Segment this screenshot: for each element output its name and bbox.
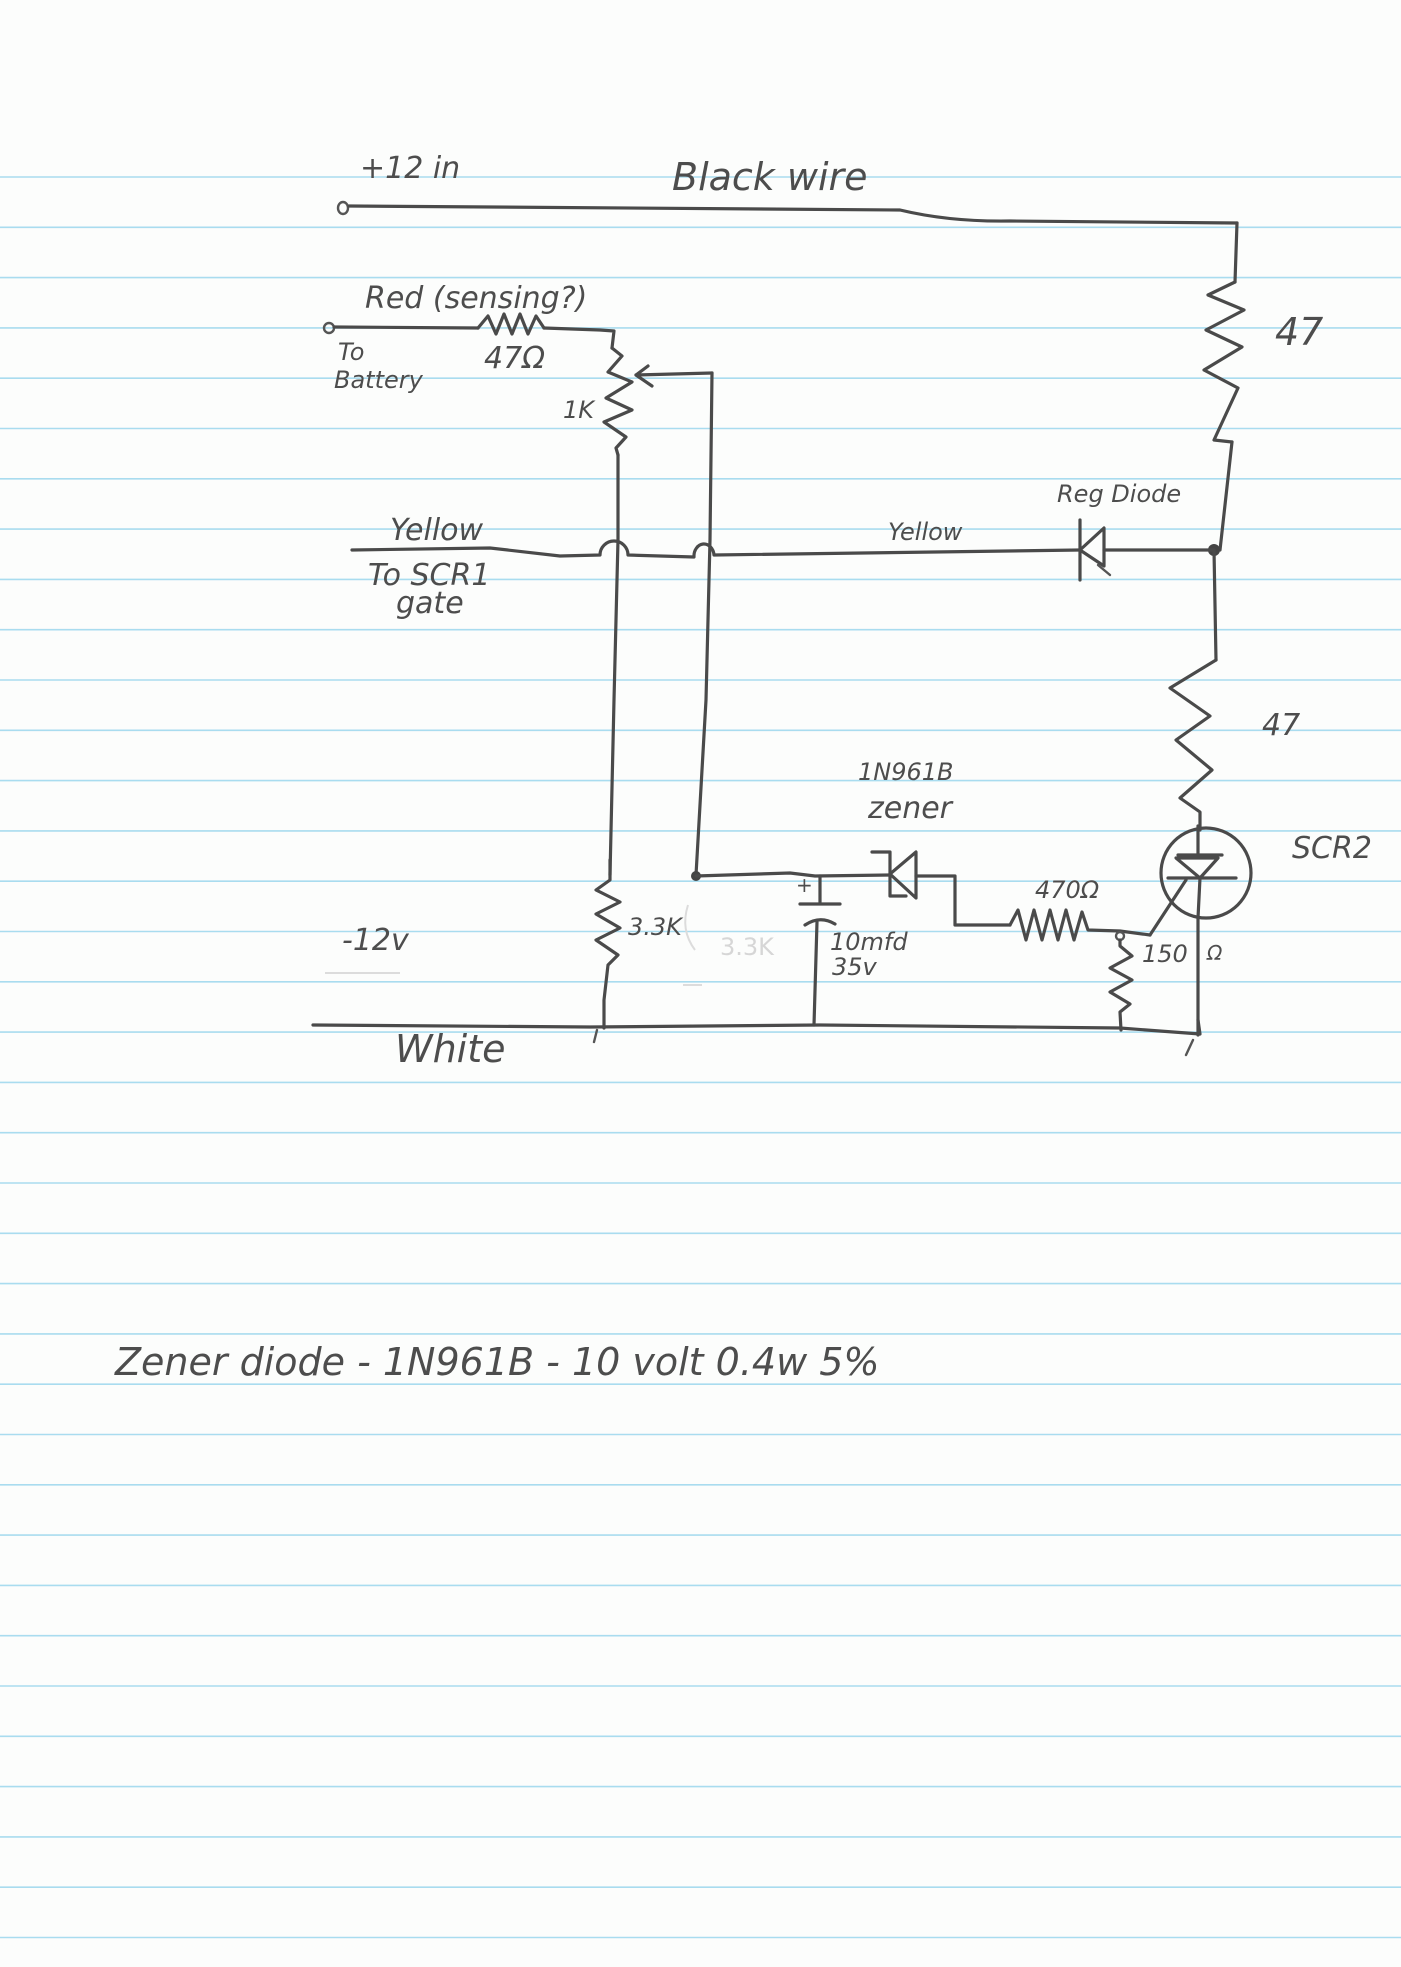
label-to-scr1: To SCR1 (368, 558, 490, 593)
label-scr1-gate: gate (396, 586, 464, 621)
label-minus12v: -12v (342, 923, 410, 958)
label-reg-diode: Reg Diode (1057, 480, 1181, 508)
label-r470: 470Ω (1035, 876, 1100, 904)
resistor-47-lower-icon (1168, 658, 1218, 832)
resistor-47-top-icon (1202, 280, 1246, 444)
capacitor-10mfd-icon: + (796, 873, 842, 1027)
label-yellow-left: Yellow (390, 513, 484, 548)
label-to-battery-2: Battery (334, 366, 424, 394)
black-wire: +12 in Black wire (336, 151, 1239, 225)
label-cap-plus: + (796, 873, 813, 897)
label-r3-3k: 3.3K (628, 913, 684, 941)
label-black-wire: Black wire (672, 155, 868, 199)
reg-diode-icon (1078, 518, 1216, 582)
label-to-battery-1: To (338, 338, 364, 366)
label-plus12-in: +12 in (360, 151, 460, 186)
label-r47ohm: 47Ω (484, 341, 545, 376)
resistor-47ohm-icon (476, 312, 546, 336)
gate-network: + 10mfd 35v 1N961B zener 470Ω 150 (691, 758, 1188, 1032)
scr2-icon (1148, 824, 1253, 937)
resistor-150-icon (1108, 938, 1134, 1032)
label-r150: 150 (1142, 940, 1188, 968)
right-rail: 47 47 SCR2 Ω (1148, 221, 1372, 1037)
label-r47-lower: 47 (1262, 708, 1300, 743)
note-zener-spec: Zener diode - 1N961B - 10 volt 0.4w 5% (114, 1340, 880, 1384)
label-cap-value: 10mfd (830, 928, 908, 956)
terminal-plus12-icon (336, 200, 350, 216)
label-yellow-right: Yellow (888, 518, 963, 546)
label-zener-part: 1N961B (858, 758, 954, 786)
zener-diode-icon (870, 850, 1012, 927)
label-r47-top: 47 (1275, 310, 1323, 354)
pot-wiper-arrow-icon (634, 371, 714, 377)
label-ohm-150: Ω (1206, 941, 1223, 965)
red-sensing-wire: Red (sensing?) To Battery 47Ω 1K (322, 281, 714, 457)
label-scr2: SCR2 (1292, 831, 1372, 866)
label-white: White (395, 1027, 506, 1071)
label-r3-3k-ghost: 3.3K (720, 933, 775, 961)
resistor-470-icon (1008, 908, 1152, 942)
potentiometer-1k-icon (602, 346, 634, 457)
label-red-sensing: Red (sensing?) (365, 281, 587, 316)
label-zener-word: zener (867, 791, 954, 826)
label-pot-1k: 1K (563, 396, 596, 424)
vertical-wires (608, 371, 714, 877)
divider-resistor: 3.3K 3.3K (594, 858, 775, 1030)
yellow-wire: Yellow To SCR1 gate Yellow Reg Diode (350, 480, 1216, 621)
resistor-3-3k-icon (594, 858, 622, 1030)
terminal-battery-icon (322, 321, 336, 335)
label-cap-voltage: 35v (832, 953, 878, 981)
white-wire: -12v White (311, 923, 1202, 1071)
